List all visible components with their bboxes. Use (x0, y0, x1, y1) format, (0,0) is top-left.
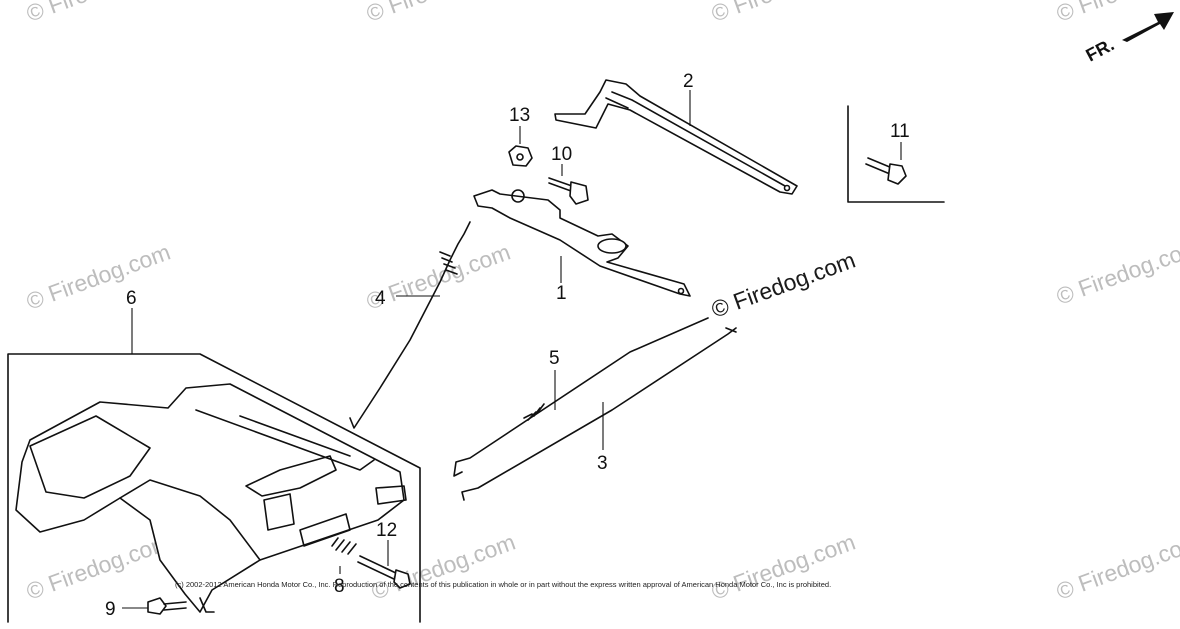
watermark: © Firedog.com (23, 529, 174, 605)
watermark: © Firedog.com (708, 529, 859, 605)
center-watermark: © Firedog.com (708, 247, 859, 323)
part-3-5-rods (453, 317, 737, 501)
copyright-notice: (c) 2002-2012 American Honda Motor Co., … (175, 580, 831, 589)
watermark: © Firedog.com (708, 0, 859, 27)
watermark: © Firedog.com (1053, 529, 1180, 605)
part-4-rod-spring (349, 221, 471, 429)
watermark: © Firedog.com (1053, 234, 1180, 310)
callout-4: 4 (375, 288, 386, 309)
callout-1: 1 (556, 283, 567, 304)
callout-2: 2 (683, 71, 694, 92)
part-10-bolt (548, 177, 589, 205)
watermark: © Firedog.com (23, 239, 174, 315)
part-6-handle-assembly (7, 353, 421, 623)
callout-12: 12 (376, 520, 397, 541)
callout-11: 11 (890, 121, 910, 142)
arrow-icon (1122, 12, 1174, 42)
leader-lines (122, 90, 902, 609)
front-direction-label: FR. (1082, 34, 1117, 65)
callout-13: 13 (509, 105, 530, 126)
part-13-nut (508, 145, 533, 167)
callout-8: 8 (334, 576, 345, 597)
callout-labels: 1 2 3 4 5 6 8 9 10 11 12 13 (105, 71, 910, 620)
part-9-bolt (147, 597, 187, 615)
callout-3: 3 (597, 453, 608, 474)
part-2-upper-bracket (554, 79, 798, 195)
watermark: © Firedog.com (363, 0, 514, 27)
watermark: © Firedog.com (23, 0, 174, 27)
part-8-spring (331, 537, 357, 555)
callout-6: 6 (126, 288, 137, 309)
part-1-lower-bracket (473, 189, 691, 297)
callout-5: 5 (549, 348, 560, 369)
front-direction-indicator: FR. (1082, 12, 1174, 66)
callout-10: 10 (551, 144, 572, 165)
part-12-bolt (357, 555, 411, 589)
part-11-bolt (847, 105, 945, 203)
callout-9: 9 (105, 599, 116, 620)
